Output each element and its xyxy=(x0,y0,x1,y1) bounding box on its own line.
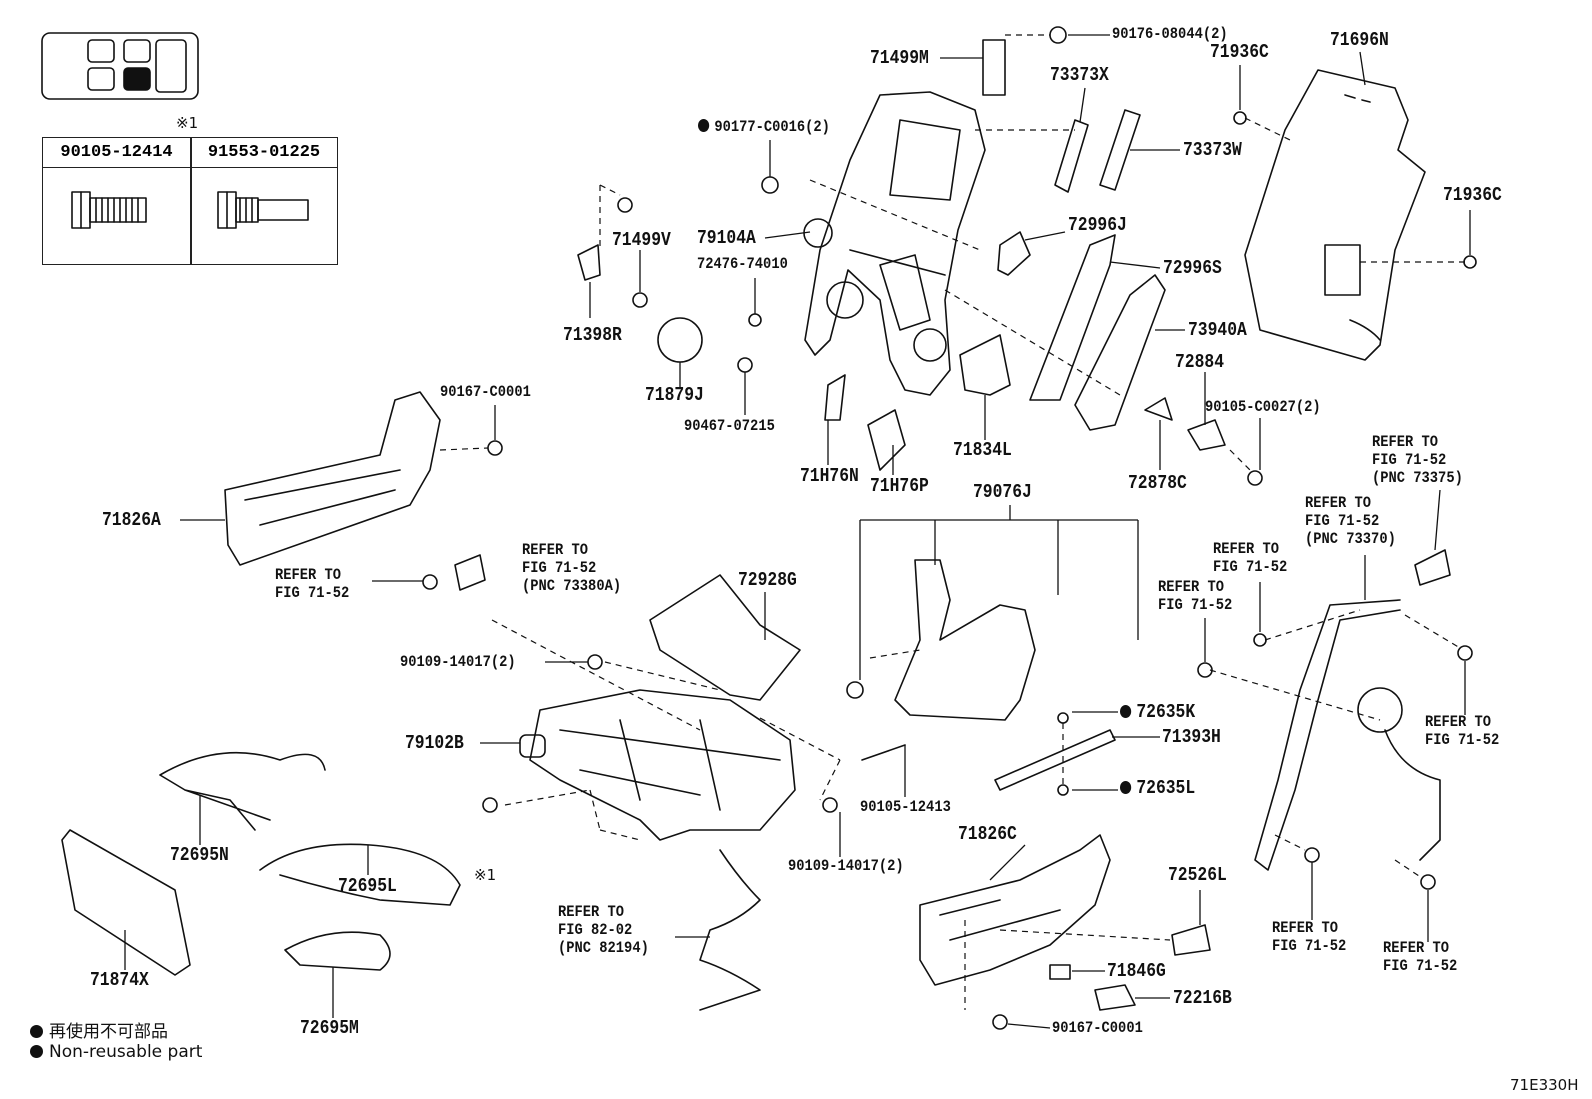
table-header-91553-01225: 91553-01225 xyxy=(191,138,337,168)
label-71H76P: 71H76P xyxy=(870,475,929,497)
legend-jp: 再使用不可部品 xyxy=(30,1017,168,1042)
wire-harness-82194 xyxy=(699,849,761,1011)
label-73373X: 73373X xyxy=(1050,64,1109,86)
label-72695N: 72695N xyxy=(170,844,229,866)
label-71393H: 71393H xyxy=(1162,726,1221,748)
label-72884: 72884 xyxy=(1175,351,1225,373)
label-90109-14017-b: 90109-14017(2) xyxy=(788,857,904,875)
label-79102B: 79102B xyxy=(405,732,464,754)
cover-71834L xyxy=(959,334,1011,396)
label-90177-C0016: 90177-C0016(2) xyxy=(698,118,830,136)
label-71499M: 71499M xyxy=(870,47,929,69)
label-90109-14017-a: 90109-14017(2) xyxy=(400,653,516,671)
bracket-72928G xyxy=(649,574,801,701)
bracket-72884 xyxy=(1187,419,1226,451)
label-71826C: 71826C xyxy=(958,823,1017,845)
label-90167-C0001-bottom: 90167-C0001 xyxy=(1052,1019,1143,1037)
bolt-reference-table: 90105-12414 91553-01225 xyxy=(42,137,338,265)
lever-71398R xyxy=(577,244,601,281)
strap-71393H xyxy=(994,729,1116,791)
label-90176-08044: 90176-08044(2) xyxy=(1112,25,1228,43)
table-note-mark: ※1 xyxy=(176,114,199,132)
label-90467-07215: 90467-07215 xyxy=(684,417,775,435)
label-note-mark: ※1 xyxy=(474,866,497,884)
label-72476-74010: 72476-74010 xyxy=(697,255,788,273)
label-72996J: 72996J xyxy=(1068,214,1127,236)
label-72635L: 72635L xyxy=(1120,778,1195,798)
label-72695L: 72695L xyxy=(338,875,397,897)
label-90105-12413: 90105-12413 xyxy=(860,798,951,816)
label-73373W: 73373W xyxy=(1183,139,1242,161)
recliner-71499M xyxy=(982,39,1006,96)
label-71846G: 71846G xyxy=(1107,960,1166,982)
label-71826A: 71826A xyxy=(102,509,161,531)
seatback-board-71696N xyxy=(1244,69,1426,361)
label-72695M: 72695M xyxy=(300,1017,359,1039)
motor-71879J xyxy=(657,317,703,363)
cover-72996J xyxy=(997,231,1031,276)
label-71874X: 71874X xyxy=(90,969,149,991)
plate-71H76N xyxy=(824,374,846,421)
seat-panel-79076J xyxy=(894,559,1036,721)
label-72526L: 72526L xyxy=(1168,864,1227,886)
pad-73940A xyxy=(1074,274,1166,431)
lower-cover-71874X xyxy=(61,829,191,976)
vehicle-locator-icon xyxy=(41,32,199,100)
label-72216B: 72216B xyxy=(1173,987,1232,1009)
reinforcement-73373X xyxy=(1054,119,1089,193)
label-90105-C0027: 90105-C0027(2) xyxy=(1205,398,1321,416)
label-79076J: 79076J xyxy=(973,481,1032,503)
label-71398R: 71398R xyxy=(563,324,622,346)
label-73940A: 73940A xyxy=(1188,319,1247,341)
wire-72695N xyxy=(159,751,326,831)
label-71499V: 71499V xyxy=(612,229,671,251)
label-72635K: 72635K xyxy=(1120,702,1195,722)
side-cover-71826C xyxy=(919,834,1111,986)
label-71696N: 71696N xyxy=(1330,29,1389,51)
plate-71H76P xyxy=(867,409,906,471)
label-72996S: 72996S xyxy=(1163,257,1222,279)
label-71936C-right: 71936C xyxy=(1443,184,1502,206)
seat-cushion-frame-79102B xyxy=(529,689,796,841)
label-71H76N: 71H76N xyxy=(800,465,859,487)
label-79104A: 79104A xyxy=(697,227,756,249)
reinforcement-73373W xyxy=(1099,109,1141,191)
bolt-90105-12414-drawing xyxy=(71,191,147,229)
figure-code: 71E330H xyxy=(1510,1076,1579,1094)
label-72878C: 72878C xyxy=(1128,472,1187,494)
label-71936C-top: 71936C xyxy=(1210,41,1269,63)
label-90167-C0001-top: 90167-C0001 xyxy=(440,383,531,401)
label-71879J: 71879J xyxy=(645,384,704,406)
cover-72878C xyxy=(1144,397,1173,421)
seatback-frame xyxy=(804,91,986,396)
label-71834L: 71834L xyxy=(953,439,1012,461)
legend-en: Non-reusable part xyxy=(30,1042,202,1062)
wire-72695L xyxy=(259,843,461,906)
label-72928G: 72928G xyxy=(738,569,797,591)
bolt-91553-01225-drawing xyxy=(217,191,309,229)
wire-72695M xyxy=(284,931,391,971)
seat-belt-guide xyxy=(1254,599,1401,871)
table-header-90105-12414: 90105-12414 xyxy=(43,138,190,168)
side-shield-71826A xyxy=(224,391,441,566)
pad-72996S xyxy=(1029,234,1116,401)
